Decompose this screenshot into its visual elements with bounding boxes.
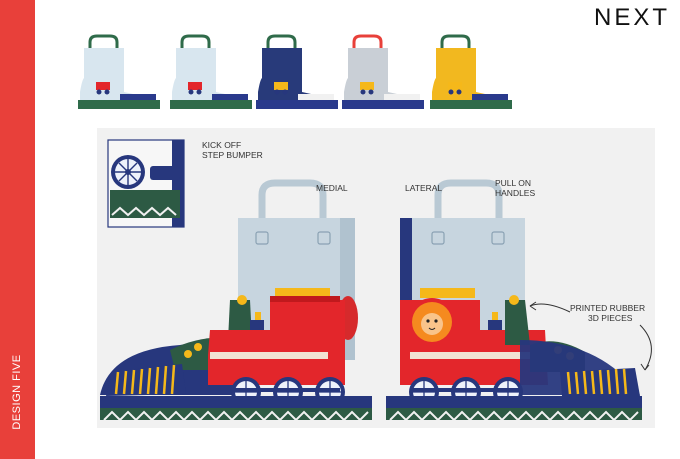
toe-stripes-right xyxy=(566,368,628,395)
kick-off-inset xyxy=(107,139,185,228)
kick-off-line2: STEP BUMPER xyxy=(202,150,263,160)
pull-on-line2: HANDLES xyxy=(495,188,536,198)
callout-arrow xyxy=(639,324,652,371)
side-banner: DESIGN FIVE xyxy=(0,0,35,459)
toe-stripes xyxy=(106,364,186,396)
printed-line1: PRINTED RUBBER xyxy=(570,303,646,313)
medial-boot xyxy=(100,179,372,422)
lateral-boot xyxy=(386,179,642,422)
kick-off-label: KICK OFF STEP BUMPER xyxy=(202,140,263,160)
thumbnail-boot-grey-print xyxy=(342,34,424,109)
boot-thumbnails xyxy=(78,34,512,109)
printed-line2: 3D PIECES xyxy=(588,313,633,323)
callout-arrow xyxy=(529,303,571,313)
thumbnail-boot-light-blue-left xyxy=(78,34,160,109)
medial-label: MEDIAL xyxy=(316,183,348,193)
thumbnail-boot-light-blue-right xyxy=(170,34,252,109)
printed-rubber-label: PRINTED RUBBER 3D PIECES xyxy=(570,303,645,323)
lion-badge xyxy=(408,298,456,346)
thumbnail-boot-navy-print xyxy=(256,34,338,109)
pull-on-line1: PULL ON xyxy=(495,178,532,188)
thumbnail-boot-yellow-print xyxy=(430,34,512,109)
brand-logo: NEXT xyxy=(593,4,670,31)
lateral-label: LATERAL xyxy=(405,183,443,193)
kick-off-line1: KICK OFF xyxy=(202,140,242,150)
pull-on-label: PULL ON HANDLES xyxy=(495,178,535,198)
